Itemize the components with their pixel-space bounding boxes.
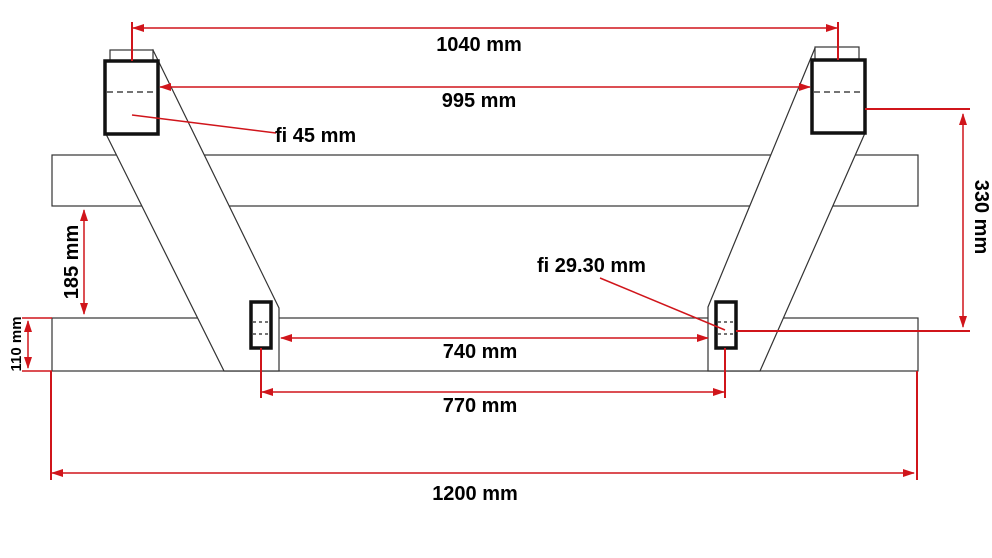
label-1200: 1200 mm: [432, 483, 518, 505]
callout-fi45: fi 45 mm: [131, 114, 356, 147]
dimension-995: 995 mm: [159, 83, 811, 112]
label-fi45: fi 45 mm: [275, 125, 356, 147]
left-top-bushing: [103, 59, 160, 136]
label-1040: 1040 mm: [436, 34, 522, 56]
label-185: 185 mm: [61, 225, 83, 300]
label-fi29: fi 29.30 mm: [537, 255, 646, 277]
dimension-740: 740 mm: [280, 334, 709, 363]
label-740: 740 mm: [443, 341, 518, 363]
dimension-1040: 1040 mm: [131, 22, 839, 61]
right-bottom-bushing: [714, 300, 738, 350]
label-995: 995 mm: [442, 90, 517, 112]
callout-fi29: fi 29.30 mm: [537, 255, 726, 331]
dimension-330: 330 mm: [736, 108, 992, 332]
label-770: 770 mm: [443, 395, 518, 417]
right-top-bushing: [810, 58, 867, 135]
left-bottom-bushing: [249, 300, 273, 350]
dimension-770: 770 mm: [260, 348, 726, 417]
label-110: 110 mm: [8, 316, 25, 371]
dimension-1200: 1200 mm: [50, 371, 918, 505]
dimension-185: 185 mm: [61, 209, 88, 315]
dimension-110: 110 mm: [8, 316, 52, 372]
label-330: 330 mm: [970, 180, 992, 255]
